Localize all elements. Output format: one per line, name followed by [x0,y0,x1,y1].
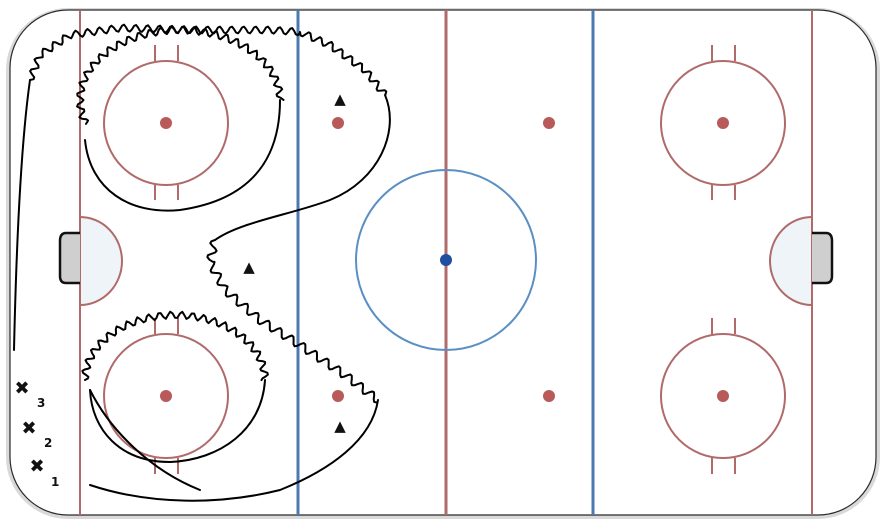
svg-text:✖: ✖ [29,456,44,477]
center-faceoff-dot [440,254,452,266]
skater-paths [13,23,391,502]
faceoff-circle-right-top [660,45,786,200]
neutral-dot-right-top [543,117,555,129]
path-player3-skate-up [13,79,31,351]
path-player1-loop [89,379,266,463]
right-goal [812,231,834,285]
path-player3-carry-middle [206,239,378,404]
center-circle [355,169,537,351]
path-player2-loop [84,99,281,212]
faceoff-circle-right-bottom [660,318,786,474]
neutral-dot-right-bottom [543,390,555,402]
svg-text:3: 3 [37,396,45,410]
left-goal-crease [79,215,123,307]
svg-text:2: 2 [44,436,52,450]
path-player3-swing [214,94,391,241]
path-player1-exit [89,389,201,491]
path-player1-carry-bottom-circle [81,310,269,382]
neutral-dot-left-bottom [332,390,344,402]
right-goal-crease [769,215,813,307]
svg-text:1: 1 [51,475,59,489]
cone-bottom: ▲ [334,417,346,435]
cone-top: ▲ [334,90,346,108]
svg-text:✖: ✖ [21,418,36,439]
player-2: ✖ 2 [21,418,52,450]
path-player3-carry-cone [299,31,388,96]
neutral-dot-left-top [332,117,344,129]
svg-text:✖: ✖ [14,378,29,399]
path-player2-carry-top-circle [76,25,285,125]
player-3: ✖ 3 [14,378,45,410]
left-goal [58,231,80,285]
path-player3-finish [89,399,379,502]
path-player3-carry-top [29,23,301,81]
cone-middle: ▲ [243,258,255,276]
player-1: ✖ 1 [29,456,59,489]
faceoff-circle-left-top [103,45,229,200]
